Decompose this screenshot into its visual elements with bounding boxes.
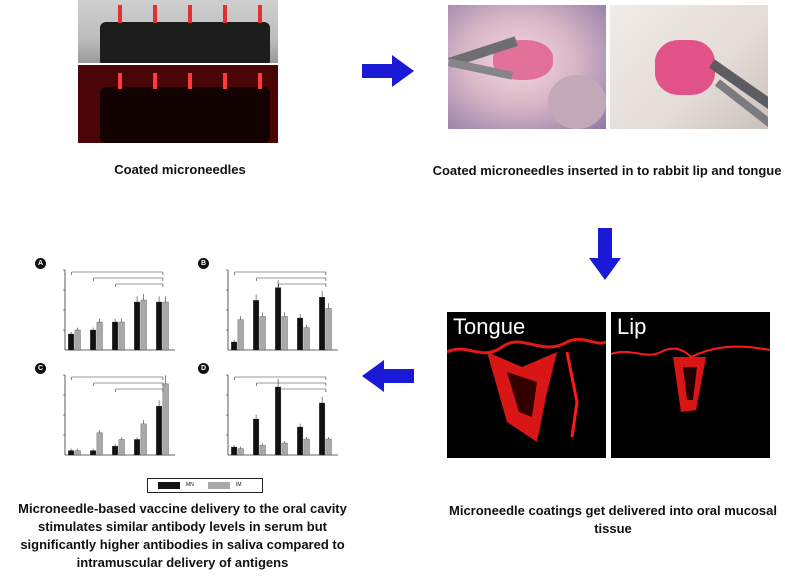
bar <box>231 341 238 351</box>
bar <box>134 301 141 351</box>
arrow-left-icon <box>362 360 414 392</box>
needle-tip <box>223 5 227 23</box>
bar <box>156 301 163 351</box>
lip-fluorescence-image: Lip <box>611 312 770 458</box>
caption-summary: Microneedle-based vaccine delivery to th… <box>18 501 347 570</box>
legend-label-im: IM <box>236 482 242 488</box>
bar <box>303 438 310 456</box>
bar <box>162 383 169 456</box>
lip-insertion-photo <box>448 5 606 129</box>
needle-tip <box>258 73 262 89</box>
caption-coatings-delivered: Microneedle coatings get delivered into … <box>449 503 777 536</box>
needle-tip <box>118 5 122 23</box>
bar <box>156 405 163 456</box>
bar <box>134 439 141 456</box>
bar <box>68 333 75 351</box>
caption-coated-microneedles: Coated microneedles <box>114 162 246 177</box>
bar <box>90 329 97 351</box>
bar <box>96 321 103 351</box>
bar <box>118 321 125 351</box>
legend-label-mn: MN <box>186 482 194 488</box>
microneedle-array-base <box>100 87 270 143</box>
bar <box>118 439 125 456</box>
antibody-charts <box>63 269 338 456</box>
bar <box>237 448 244 456</box>
bar <box>281 316 288 351</box>
bar <box>297 317 304 351</box>
panel-letter-a: A <box>35 258 46 269</box>
bar <box>281 442 288 456</box>
arrow-right-icon <box>362 55 414 87</box>
bar <box>74 329 81 351</box>
bar <box>162 301 169 351</box>
coated-microneedles-photo-top <box>78 0 278 63</box>
bar <box>112 321 119 351</box>
legend-swatch-im <box>208 482 230 489</box>
bar <box>319 402 326 456</box>
bar <box>253 300 260 351</box>
tongue-fluorescence-image: Tongue <box>447 312 606 458</box>
bar <box>237 319 244 351</box>
caption-inserted-microneedles: Coated microneedles inserted in to rabbi… <box>432 163 782 178</box>
bar <box>140 299 147 351</box>
bar <box>325 438 332 456</box>
arrow-down-icon <box>589 228 621 280</box>
lip-label: Lip <box>617 314 647 339</box>
panel-letter-d: D <box>198 363 209 374</box>
bar <box>259 445 266 456</box>
bar <box>74 450 81 456</box>
bar <box>259 316 266 351</box>
lip-fluorescence-signal <box>611 345 770 412</box>
tongue-fluorescence-signal <box>447 337 606 442</box>
bar <box>68 450 75 456</box>
chart-legend: MN IM <box>147 478 263 493</box>
needle-tip <box>258 5 262 23</box>
bar <box>90 450 97 456</box>
panel-letter-c: C <box>35 363 46 374</box>
bar <box>303 327 310 351</box>
bar <box>325 308 332 351</box>
lip-fold <box>548 75 606 129</box>
bar <box>297 426 304 456</box>
needle-tip <box>118 73 122 89</box>
bar <box>112 445 119 456</box>
legend-swatch-mn <box>158 482 180 489</box>
coated-microneedles-photo-bottom <box>78 65 278 143</box>
bar <box>275 287 282 351</box>
bar <box>231 446 238 456</box>
tongue-label: Tongue <box>453 314 526 339</box>
bar <box>140 423 147 456</box>
needle-tip <box>153 5 157 23</box>
needle-tip <box>153 73 157 89</box>
needle-tip <box>188 73 192 89</box>
pink-mucosa <box>655 40 715 95</box>
needle-tip <box>223 73 227 89</box>
microneedle-array-base <box>100 22 270 63</box>
tongue-insertion-photo <box>610 5 768 129</box>
bar <box>96 432 103 456</box>
bar <box>275 386 282 456</box>
needle-tip <box>188 5 192 23</box>
bar <box>253 418 260 456</box>
bar <box>319 297 326 351</box>
panel-letter-b: B <box>198 258 209 269</box>
